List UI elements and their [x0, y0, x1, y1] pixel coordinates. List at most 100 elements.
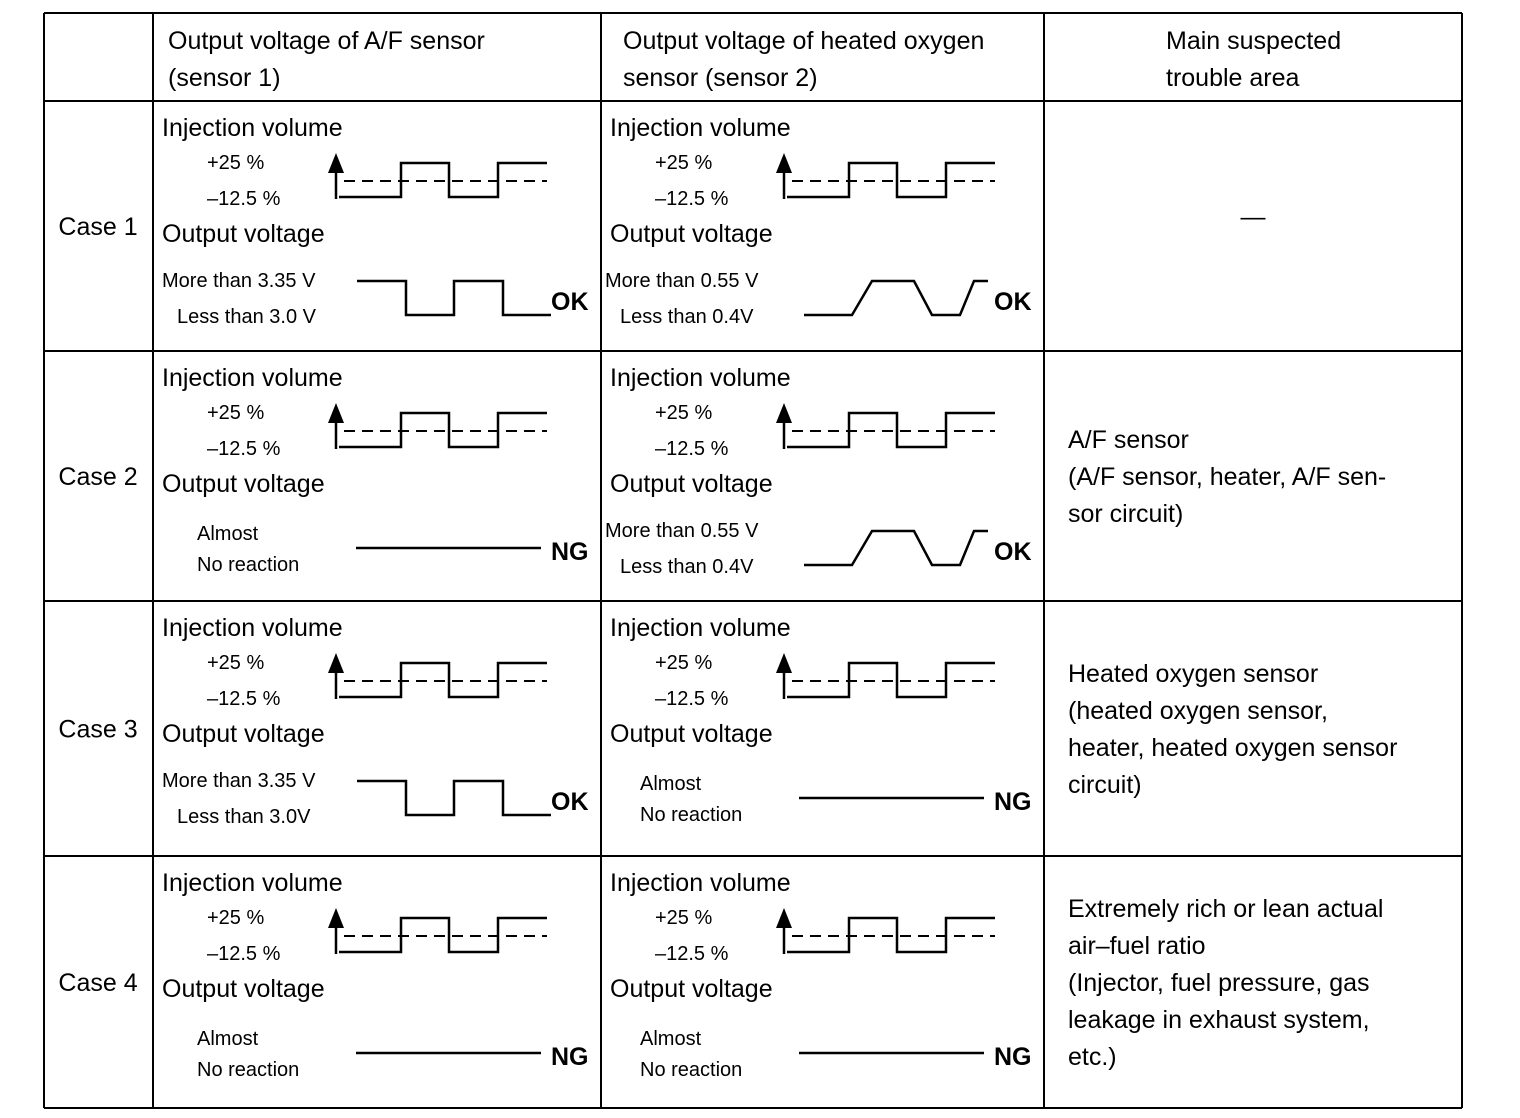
- injection-arrow-head: [776, 908, 792, 928]
- trouble-area-cell: Extremely rich or lean actual air–fuel ra…: [1068, 895, 1383, 1071]
- ho-sensor-no-reaction-label: No reaction: [640, 1059, 742, 1081]
- af-sensor-status-ng: NG: [551, 538, 589, 566]
- heated-oxygen-sensor-cell: Injection volume+25 %–12.5 %Output volta…: [605, 114, 1032, 328]
- injection-arrow-head: [776, 403, 792, 423]
- injection-square-wave: [787, 161, 995, 199]
- header-af-sensor: (sensor 1): [168, 64, 281, 92]
- injection-volume-label: Injection volume: [610, 114, 791, 142]
- af-sensor-almost-label: Almost: [197, 523, 259, 545]
- injection-square-wave: [339, 916, 547, 954]
- header-trouble-area: Main suspected: [1166, 27, 1341, 55]
- af-sensor-square-wave: [357, 779, 551, 817]
- ho-sensor-status-ok: OK: [994, 538, 1032, 566]
- heated-oxygen-sensor-cell: Injection volume+25 %–12.5 %Output volta…: [610, 869, 1032, 1081]
- af-sensor-cell: Injection volume+25 %–12.5 %Output volta…: [162, 364, 589, 576]
- ho-sensor-status-ok: OK: [994, 288, 1032, 316]
- injection-square-wave: [339, 661, 547, 699]
- af-sensor-status-ng: NG: [551, 1043, 589, 1071]
- trouble-area-text: air–fuel ratio: [1068, 932, 1206, 960]
- injection-square-wave: [339, 161, 547, 199]
- trouble-area-text: Extremely rich or lean actual: [1068, 895, 1383, 923]
- injection-square-wave: [339, 411, 547, 449]
- header-heated-oxygen-sensor: sensor (sensor 2): [623, 64, 818, 92]
- trouble-area-cell: A/F sensor (A/F sensor, heater, A/F sen-s…: [1068, 426, 1386, 528]
- injection-plus-label: +25 %: [207, 907, 264, 929]
- table-row: Case 4 Injection volume +25 % –12.5 % Output…: [58, 869, 1383, 1081]
- trouble-area-cell: Heated oxygen sensor (heated oxygen senso…: [1068, 660, 1397, 799]
- table-header: Output voltage of A/F sensor (sensor 1) Ou…: [168, 27, 1341, 92]
- header-heated-oxygen-sensor: Output voltage of heated oxygen: [623, 27, 984, 55]
- af-sensor-no-reaction-label: No reaction: [197, 1059, 299, 1081]
- af-sensor-cell: Injection volume+25 %–12.5 %Output volta…: [162, 114, 589, 328]
- injection-volume-label: Injection volume: [162, 869, 343, 897]
- trouble-area-text: sor circuit): [1068, 500, 1183, 528]
- output-voltage-label: Output voltage: [162, 220, 325, 248]
- injection-square-wave: [787, 411, 995, 449]
- injection-arrow-head: [776, 653, 792, 673]
- af-sensor-upper-label: More than 3.35 V: [162, 270, 316, 292]
- ho-sensor-lower-label: Less than 0.4V: [620, 556, 754, 578]
- af-sensor-lower-label: Less than 3.0 V: [177, 306, 317, 328]
- injection-volume-label: Injection volume: [610, 869, 791, 897]
- af-sensor-status-ok: OK: [551, 288, 589, 316]
- output-voltage-label: Output voltage: [162, 975, 325, 1003]
- injection-square-wave: [787, 916, 995, 954]
- ho-sensor-status-ng: NG: [994, 788, 1032, 816]
- case-label: Case 4: [58, 969, 137, 997]
- header-af-sensor: Output voltage of A/F sensor: [168, 27, 485, 55]
- injection-volume-label: Injection volume: [162, 614, 343, 642]
- heated-oxygen-sensor-cell: Injection volume+25 %–12.5 %Output volta…: [605, 364, 1032, 578]
- trouble-area-text: heater, heated oxygen sensor: [1068, 734, 1397, 762]
- injection-arrow-head: [328, 908, 344, 928]
- header-trouble-area: trouble area: [1166, 64, 1300, 92]
- output-voltage-label: Output voltage: [610, 220, 773, 248]
- ho-sensor-almost-label: Almost: [640, 1028, 702, 1050]
- output-voltage-label: Output voltage: [610, 720, 773, 748]
- trouble-area-text: A/F sensor: [1068, 426, 1189, 454]
- trouble-area-text: etc.): [1068, 1043, 1117, 1071]
- heated-oxygen-sensor-cell: Injection volume+25 %–12.5 %Output volta…: [610, 614, 1032, 826]
- injection-plus-label: +25 %: [655, 152, 712, 174]
- af-sensor-lower-label: Less than 3.0V: [177, 806, 311, 828]
- injection-volume-label: Injection volume: [610, 364, 791, 392]
- injection-arrow-head: [328, 653, 344, 673]
- injection-arrow-head: [776, 153, 792, 173]
- injection-arrow-head: [328, 403, 344, 423]
- ho-sensor-no-reaction-label: No reaction: [640, 804, 742, 826]
- injection-minus-label: –12.5 %: [655, 438, 729, 460]
- injection-minus-label: –12.5 %: [207, 943, 281, 965]
- ho-sensor-trapezoid-wave: [804, 529, 988, 567]
- output-voltage-label: Output voltage: [610, 975, 773, 1003]
- injection-minus-label: –12.5 %: [207, 688, 281, 710]
- ho-sensor-lower-label: Less than 0.4V: [620, 306, 754, 328]
- trouble-area-cell: —: [1241, 203, 1266, 231]
- trouble-area-text: —: [1241, 203, 1266, 231]
- table-grid: [43, 12, 1463, 1109]
- output-voltage-label: Output voltage: [610, 470, 773, 498]
- trouble-area-text: (Injector, fuel pressure, gas: [1068, 969, 1370, 997]
- table-body: Case 1 Injection volume +25 % –12.5 % Output…: [58, 114, 1397, 1081]
- case-label: Case 2: [58, 463, 137, 491]
- trouble-area-text: Heated oxygen sensor: [1068, 660, 1318, 688]
- af-sensor-upper-label: More than 3.35 V: [162, 770, 316, 792]
- injection-plus-label: +25 %: [655, 652, 712, 674]
- af-sensor-almost-label: Almost: [197, 1028, 259, 1050]
- trouble-area-text: circuit): [1068, 771, 1142, 799]
- injection-plus-label: +25 %: [207, 152, 264, 174]
- af-sensor-cell: Injection volume +25 % –12.5 % Output volta…: [162, 869, 589, 1081]
- injection-plus-label: +25 %: [207, 652, 264, 674]
- af-sensor-cell: Injection volume+25 %–12.5 %Output volta…: [162, 614, 589, 828]
- injection-volume-label: Injection volume: [162, 114, 343, 142]
- case-label: Case 1: [58, 213, 137, 241]
- injection-plus-label: +25 %: [655, 907, 712, 929]
- injection-minus-label: –12.5 %: [655, 688, 729, 710]
- ho-sensor-almost-label: Almost: [640, 773, 702, 795]
- injection-plus-label: +25 %: [207, 402, 264, 424]
- trouble-area-text: (heated oxygen sensor,: [1068, 697, 1328, 725]
- trouble-area-text: (A/F sensor, heater, A/F sen-: [1068, 463, 1386, 491]
- case-label: Case 3: [58, 716, 137, 744]
- ho-sensor-upper-label: More than 0.55 V: [605, 520, 759, 542]
- injection-volume-label: Injection volume: [162, 364, 343, 392]
